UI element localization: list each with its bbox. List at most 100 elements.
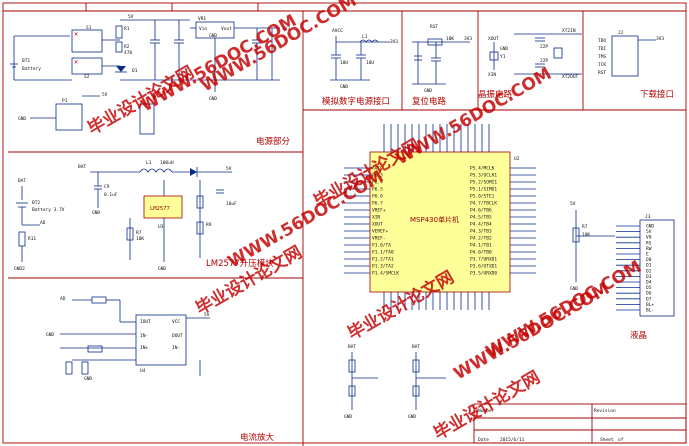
title-download: 下载接口 — [640, 89, 674, 100]
svg-text:XIN: XIN — [488, 72, 496, 78]
svg-text:L1: L1 — [146, 160, 152, 166]
svg-text:AD: AD — [40, 220, 46, 226]
power-section: BT1 Battery S1 S2 ✕ ✕ R1 R2 470 D1 5V — [10, 14, 291, 147]
svg-text:R1: R1 — [124, 26, 130, 32]
mcu-pin-label: P4.5/TB5 — [470, 215, 492, 221]
mcu-right-pins: P5.4/MCLKP5.3/UCLK1P5.2/SOMI1P5.1/SIMO1P… — [470, 166, 536, 277]
mcu-left-pins: AVCCP6.3P6.4P6.5P6.6P6.7VREF+XINXOUTVERE… — [344, 166, 399, 277]
svg-text:3V3: 3V3 — [656, 36, 664, 42]
svg-text:10K: 10K — [446, 36, 454, 42]
mcu-pin-label: P1.0/TA — [372, 243, 391, 249]
svg-text:XT2IN: XT2IN — [562, 28, 576, 34]
svg-text:GND: GND — [344, 414, 352, 420]
mcu-pin-label: P1.4/SMCLK — [372, 271, 399, 277]
reset-section: RST 10K 3V3 GND 复位电路 — [412, 24, 472, 107]
svg-text:S2: S2 — [84, 74, 90, 80]
svg-text:GND: GND — [500, 46, 508, 52]
svg-text:TDO: TDO — [598, 38, 606, 44]
svg-text:L1: L1 — [362, 34, 368, 40]
bottom-resistor-modules: BAT GND BAT GND — [344, 344, 446, 420]
download-section: J2 TDO TDI TMS TCK RST 3V3 下载接口 — [598, 30, 674, 100]
mcu-pin-label: P4.1/TB1 — [470, 243, 492, 249]
svg-text:GND: GND — [18, 116, 26, 122]
mcu-pin-label: P6.5 — [372, 187, 383, 193]
svg-text:DOUT: DOUT — [172, 333, 183, 339]
svg-text:GND: GND — [408, 414, 416, 420]
mcu-pin-label: VEREF+ — [372, 229, 389, 235]
svg-text:TCK: TCK — [598, 62, 606, 68]
svg-text:GND: GND — [570, 286, 578, 292]
svg-text:P1: P1 — [62, 98, 68, 104]
svg-text:5V: 5V — [226, 166, 232, 172]
svg-text:Vin: Vin — [199, 26, 207, 32]
mcu-pin-label: P1.1/TA0 — [372, 250, 394, 256]
mcu-pin-label: AVCC — [372, 166, 383, 172]
lcd-pin-label: D5 — [646, 285, 652, 291]
lcd-pin-label: GND — [646, 224, 654, 230]
svg-text:BAT: BAT — [78, 164, 86, 170]
svg-text:GND: GND — [340, 84, 348, 90]
svg-text:XOUT: XOUT — [488, 36, 499, 42]
lcd-pin-label: D1 — [646, 263, 652, 269]
svg-text:GND: GND — [209, 96, 217, 102]
jtag-connector-j2 — [611, 35, 639, 77]
svg-text:R9: R9 — [206, 222, 212, 228]
svg-text:Y1: Y1 — [500, 54, 506, 60]
mcu-pin-label: P1.2/TA1 — [372, 257, 394, 263]
mcu-pin-label: P4.4/TB4 — [470, 222, 492, 228]
svg-text:10U: 10U — [366, 60, 374, 66]
title-power: 电源部分 — [256, 136, 291, 147]
svg-text:BT2: BT2 — [32, 200, 40, 206]
mcu-pin-label: VREF- — [372, 236, 386, 242]
lcd-pin-label: D3 — [646, 274, 652, 280]
svg-text:3V3: 3V3 — [464, 36, 472, 42]
svg-text:BT1: BT1 — [22, 58, 30, 64]
lcd-pin-label: RW — [646, 246, 652, 252]
lcd-pin-label: D2 — [646, 268, 652, 274]
svg-text:10U: 10U — [340, 60, 348, 66]
mcu-pin-label: P5.2/SOMI1 — [470, 180, 497, 186]
lcd-pin-label: D0 — [646, 257, 652, 263]
svg-text:GND: GND — [92, 210, 100, 216]
title-reset: 复位电路 — [412, 96, 447, 107]
svg-text:IOUT: IOUT — [140, 319, 151, 325]
svg-text:R7: R7 — [582, 224, 588, 230]
mcu-pin-label: P5.4/MCLK — [470, 166, 495, 172]
svg-text:Vout: Vout — [221, 26, 232, 32]
title-boost: LM2577升压模块 — [206, 258, 274, 269]
lcd-pin-label: BL+ — [646, 302, 654, 308]
lm2577-chip — [143, 195, 183, 219]
svg-text:J3: J3 — [645, 214, 651, 220]
mcu-section: U2 MSP430单片机 AVCCP6.3P6.4P6.5P6.6P6.7VRE… — [344, 124, 536, 310]
svg-text:22P: 22P — [540, 44, 548, 50]
title-amp: 电流放大 — [240, 432, 275, 443]
title-sheet-value: of — [618, 437, 624, 443]
lcd-section: 5V R7 10K GND J3 GND5VV0RSRWED0D1D2D3D4D… — [570, 201, 675, 341]
svg-text:S1: S1 — [86, 25, 92, 31]
svg-text:3V3: 3V3 — [390, 39, 398, 45]
svg-text:GND2: GND2 — [14, 266, 25, 272]
mcu-pin-label: P6.4 — [372, 180, 383, 186]
mcu-pin-label: VREF+ — [372, 208, 386, 214]
svg-text:AVCC: AVCC — [332, 28, 343, 34]
svg-text:5V: 5V — [570, 201, 576, 207]
svg-text:✕: ✕ — [74, 30, 78, 38]
svg-text:AD: AD — [60, 296, 66, 302]
svg-text:U2: U2 — [514, 156, 520, 162]
svg-text:IN+: IN+ — [140, 345, 148, 351]
svg-text:BAT: BAT — [412, 344, 420, 350]
svg-text:TDI: TDI — [598, 46, 606, 52]
svg-text:RST: RST — [598, 70, 606, 76]
title-number-label: Number — [478, 408, 495, 414]
svg-text:✕: ✕ — [74, 58, 78, 66]
svg-text:GND: GND — [424, 88, 432, 94]
svg-text:LM2577: LM2577 — [150, 206, 170, 212]
svg-text:R2: R2 — [124, 44, 130, 50]
svg-text:RST: RST — [430, 24, 438, 30]
svg-text:5V: 5V — [204, 312, 210, 318]
svg-text:IN-: IN- — [140, 333, 148, 339]
svg-text:XT2OUT: XT2OUT — [562, 74, 579, 80]
title-date-value: 2015/6/11 — [500, 437, 525, 443]
